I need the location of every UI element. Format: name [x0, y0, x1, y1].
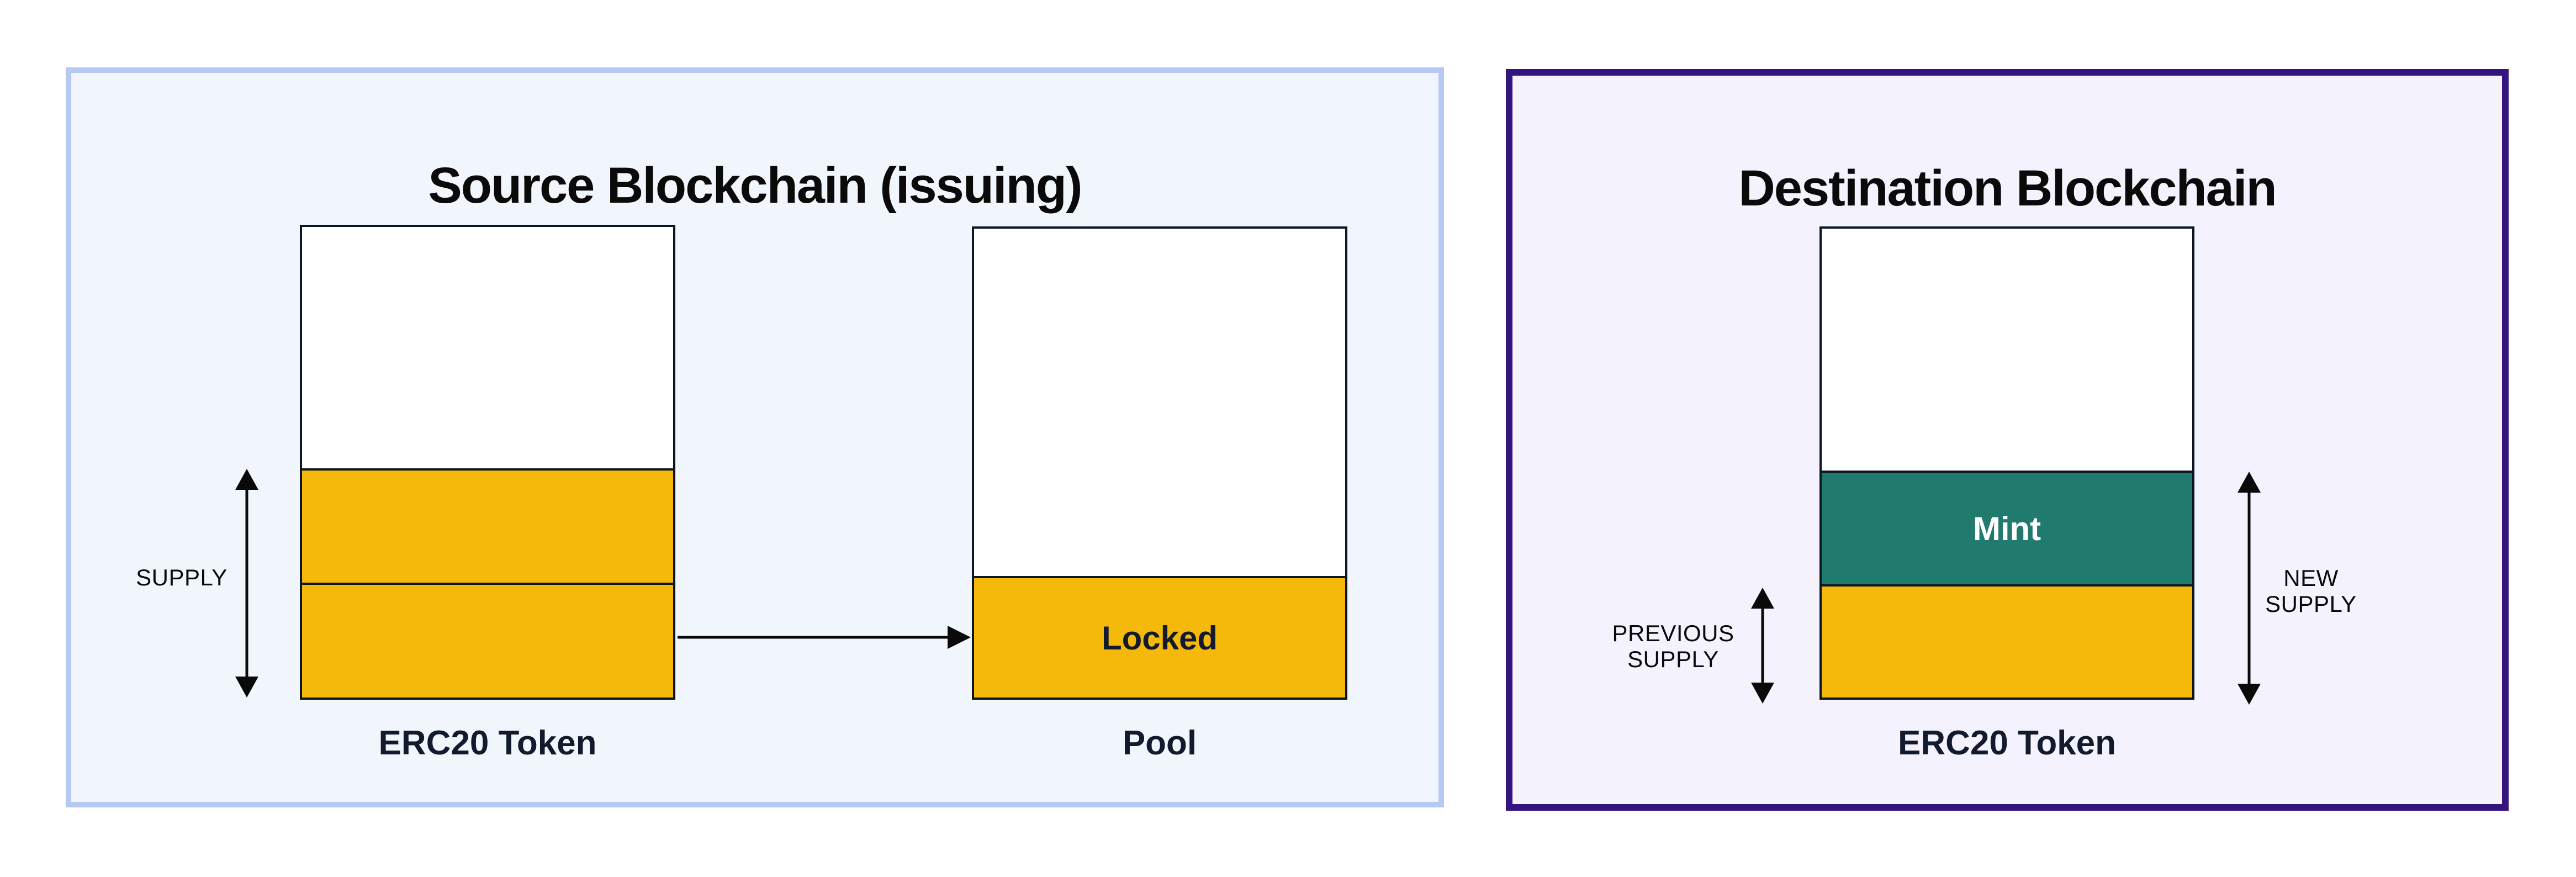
destination-erc20-token-bar: Mint	[1819, 226, 2194, 700]
destination-erc20-token-label: ERC20 Token	[1897, 724, 2117, 762]
erc20-supply-lower-section	[302, 583, 673, 698]
pool-bar: Locked	[972, 226, 1347, 700]
source-blockchain-panel: Source Blockchain (issuing) ERC20 Token …	[66, 67, 1444, 807]
destination-previous-supply-section	[1822, 584, 2192, 698]
locked-label: Locked	[1101, 619, 1218, 657]
source-erc20-token-label: ERC20 Token	[378, 724, 597, 762]
destination-empty-section	[1822, 229, 2192, 471]
source-erc20-token-bar	[300, 225, 675, 700]
pool-label: Pool	[1122, 724, 1197, 762]
mint-section: Mint	[1822, 471, 2192, 584]
previous-supply-label-line1: PREVIOUS	[1612, 620, 1734, 646]
previous-supply-range-arrow-icon	[1751, 588, 1774, 704]
supply-range-arrow-icon	[235, 469, 258, 698]
new-supply-label-line1: NEW	[2283, 565, 2339, 591]
erc20-supply-upper-section	[302, 468, 673, 583]
new-supply-label-line2: SUPPLY	[2265, 591, 2357, 617]
supply-label: SUPPLY	[136, 564, 228, 590]
pool-locked-section: Locked	[974, 576, 1345, 698]
source-panel-title: Source Blockchain (issuing)	[428, 157, 1082, 214]
new-supply-label: NEW SUPPLY	[2201, 565, 2421, 617]
destination-panel-title: Destination Blockchain	[1738, 160, 2277, 217]
erc20-empty-section	[302, 227, 673, 468]
previous-supply-label-line2: SUPPLY	[1627, 646, 1719, 672]
mint-label: Mint	[1972, 510, 2041, 547]
pool-empty-section	[974, 229, 1345, 576]
new-supply-range-arrow-icon	[2238, 472, 2261, 705]
lock-transfer-arrow-icon	[678, 626, 971, 649]
previous-supply-label: PREVIOUS SUPPLY	[1563, 620, 1784, 672]
destination-blockchain-panel: Destination Blockchain PREVIOUS SUPPLY M…	[1506, 69, 2509, 811]
